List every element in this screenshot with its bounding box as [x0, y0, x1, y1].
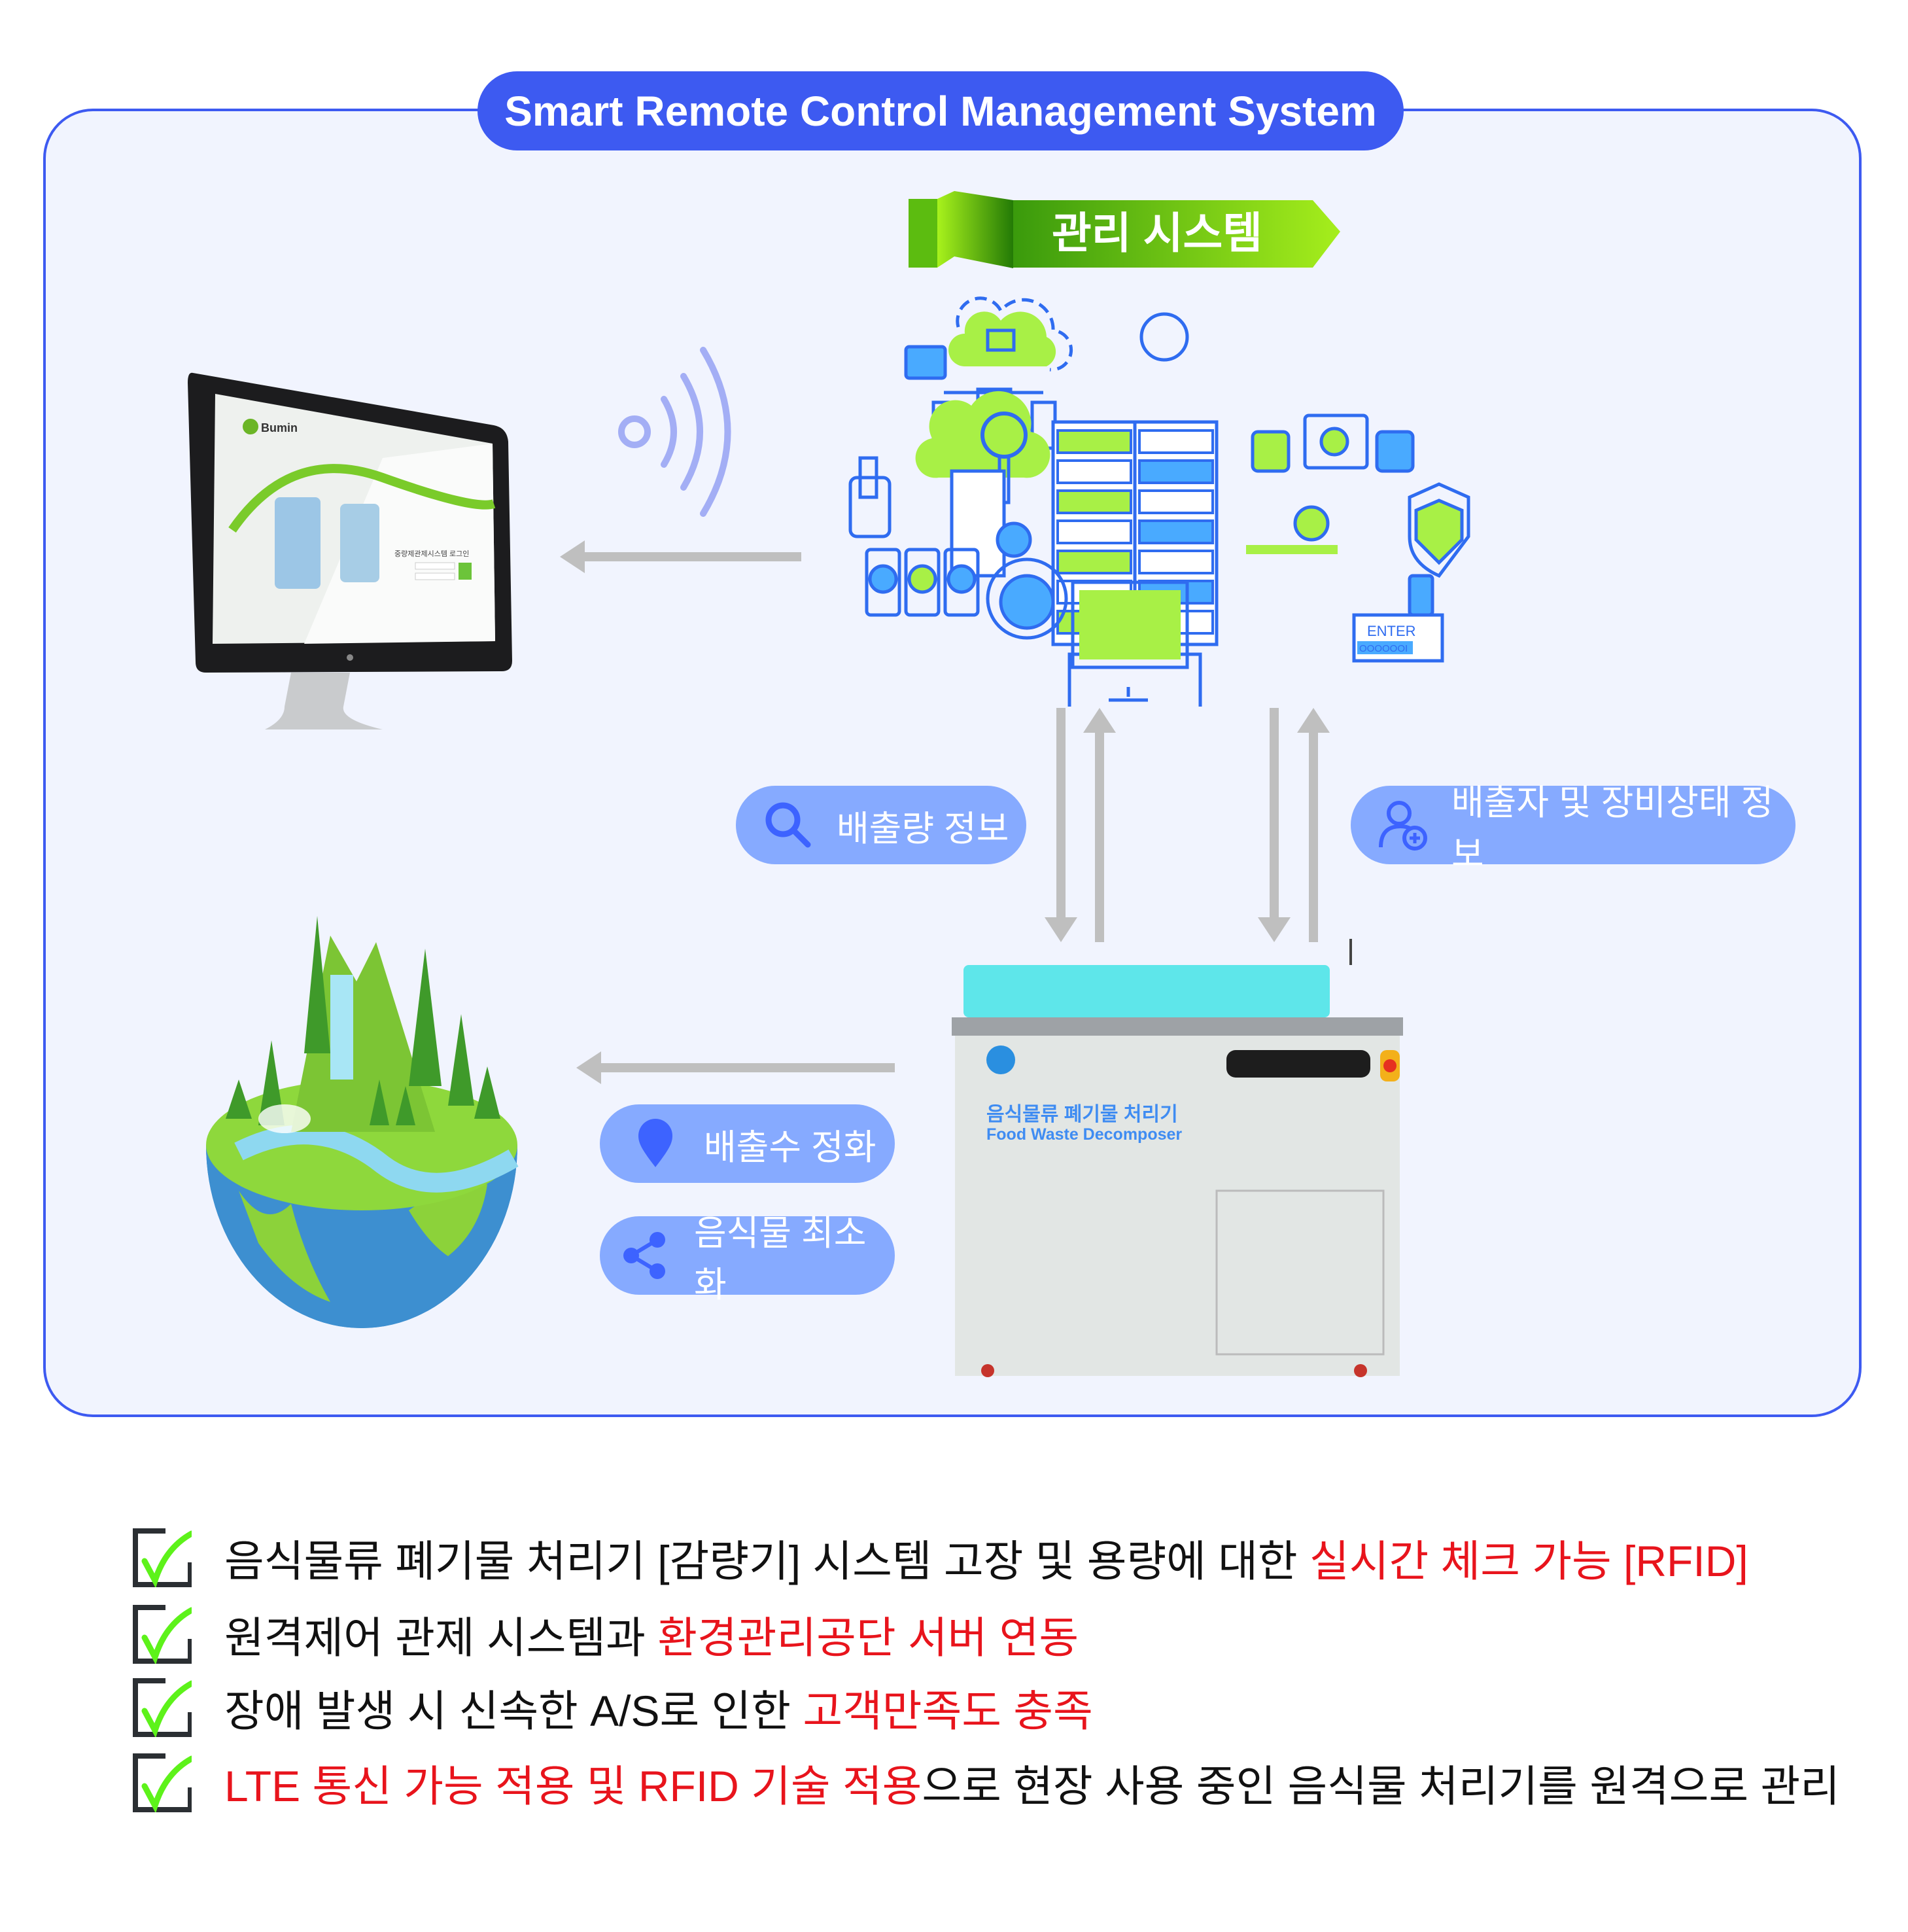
checklist-red-text: LTE 통신 가능 적용 및 RFID 기술 적용 — [224, 1762, 922, 1810]
rack-unit — [1138, 519, 1214, 544]
checkmark-icon — [133, 1528, 192, 1587]
water-purification-label: 배출수 정화 — [704, 1127, 876, 1167]
wireless-signal-icon — [618, 347, 731, 517]
machine-label-korean: 음식물류 폐기물 처리기 — [986, 1104, 1178, 1125]
rack-unit — [1056, 489, 1132, 514]
monitor-brand: Bumin — [261, 421, 298, 434]
code-label: OOOOOOI — [1359, 643, 1408, 654]
checklist-item: 장애 발생 시 신속한 A/S로 인한 고객만족도 충족 — [133, 1677, 1093, 1738]
rack-unit — [1138, 550, 1214, 574]
checklist-black-text: 원격제어 관제 시스템과 — [224, 1613, 658, 1662]
checklist-text: 장애 발생 시 신속한 A/S로 인한 고객만족도 충족 — [224, 1676, 1093, 1739]
rack-unit — [1056, 459, 1132, 484]
machine-label-english: Food Waste Decomposer — [986, 1125, 1183, 1144]
discharger-status-label: 배출자 및 장비상태 정보 — [1451, 783, 1774, 874]
checklist-text: LTE 통신 가능 적용 및 RFID 기술 적용으로 현장 사용 중인 음식물… — [224, 1751, 1840, 1814]
rack-unit — [1138, 459, 1214, 484]
monitor-login-title: 중량제관제시스템 로그인 — [394, 550, 469, 558]
checklist-black-text: 음식물류 폐기물 처리기 [감량기] 시스템 고장 및 용량에 대한 — [224, 1537, 1310, 1585]
discharge-amount-pill: 배출량 정보 — [736, 786, 1026, 864]
monitor-illustration: Bumin 중량제관제시스템 로그인 — [188, 372, 512, 729]
rack-unit — [1056, 519, 1132, 544]
checklist-black-text: 장애 발생 시 신속한 A/S로 인한 — [224, 1687, 803, 1735]
discharger-status-pill: 배출자 및 장비상태 정보 — [1351, 783, 1795, 874]
checklist-item: LTE 통신 가능 적용 및 RFID 기술 적용으로 현장 사용 중인 음식물… — [133, 1752, 1840, 1814]
discharge-amount-label: 배출량 정보 — [837, 809, 1009, 849]
checklist-item: 원격제어 관제 시스템과 환경관리공단 서버 연동 — [133, 1604, 1079, 1665]
server-cloud-illustration: ENTER OOOOOOI — [848, 296, 1470, 707]
rack-unit — [1138, 429, 1214, 454]
checkmark-icon — [133, 1605, 192, 1664]
mascot-logo — [986, 1045, 1015, 1074]
rack-unit — [1056, 429, 1132, 454]
rack-unit — [1056, 550, 1132, 574]
flow-arrows — [560, 540, 1330, 1084]
earth-nature-illustration — [206, 916, 519, 1328]
location-pin-icon — [638, 1119, 672, 1167]
banner-ribbon-icon — [909, 191, 1340, 268]
checklist-red-text: 환경관리공단 서버 연동 — [657, 1613, 1079, 1662]
title-pill: Smart Remote Control Management System — [477, 71, 1404, 150]
food-minimize-label: 음식물 최소화 — [694, 1214, 867, 1305]
checklist-after-text: 으로 현장 사용 중인 음식물 처리기를 원격으로 관리 — [922, 1762, 1840, 1810]
checklist-item: 음식물류 폐기물 처리기 [감량기] 시스템 고장 및 용량에 대한 실시간 체… — [133, 1527, 1748, 1589]
management-system-banner: 관리 시스템 — [909, 191, 1360, 268]
checkmark-icon — [133, 1678, 192, 1737]
rack-unit — [1138, 489, 1214, 514]
checklist-text: 원격제어 관제 시스템과 환경관리공단 서버 연동 — [224, 1603, 1079, 1666]
share-icon — [623, 1232, 665, 1279]
checklist-red-text: 고객만족도 충족 — [803, 1687, 1093, 1735]
checkmark-icon — [133, 1753, 192, 1812]
checklist-text: 음식물류 폐기물 처리기 [감량기] 시스템 고장 및 용량에 대한 실시간 체… — [224, 1526, 1748, 1589]
search-icon — [765, 802, 811, 848]
water-purification-pill: 배출수 정화 — [600, 1104, 895, 1183]
banner-title: 관리 시스템 — [1052, 209, 1262, 257]
user-add-icon — [1379, 801, 1427, 851]
checklist-red-text: 실시간 체크 가능 [RFID] — [1310, 1537, 1748, 1585]
food-waste-decomposer-machine — [952, 939, 1403, 1377]
enter-label: ENTER — [1367, 623, 1416, 639]
food-minimize-pill: 음식물 최소화 — [600, 1214, 895, 1305]
